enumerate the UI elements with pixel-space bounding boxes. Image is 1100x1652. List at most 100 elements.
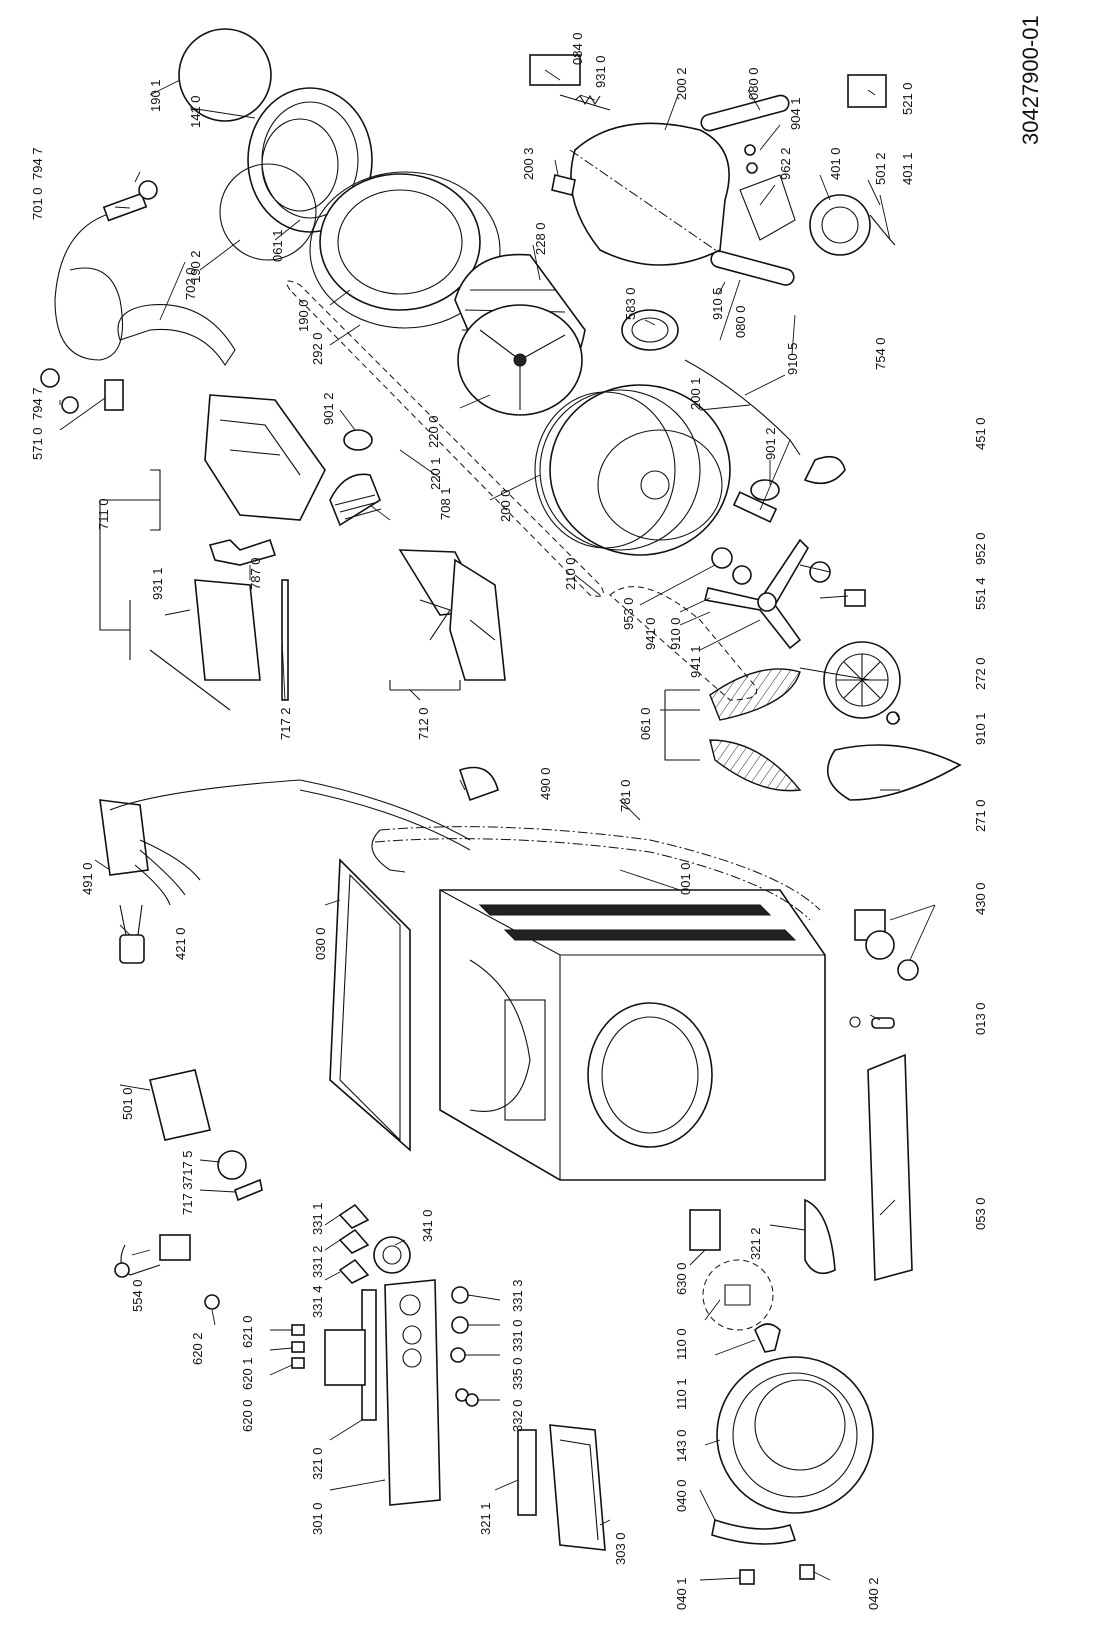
drawer-7120b (449, 558, 506, 681)
ring-3410 (373, 1236, 411, 1274)
controls-left-group (114, 1069, 305, 1369)
callout-0611: 061 1 (270, 229, 285, 262)
callout-7081: 708 1 (438, 487, 453, 520)
callout-3311: 331 1 (310, 1202, 325, 1235)
disc-part-1901 (178, 28, 272, 122)
callout-5012: 501 2 (873, 152, 888, 185)
callout-3410: 341 0 (420, 1209, 435, 1242)
callout-0800b: 080 0 (733, 305, 748, 338)
callout-7010: 701 0 (30, 187, 45, 220)
lever-3314 (338, 1258, 370, 1284)
callout-7110: 711 0 (96, 498, 111, 530)
callout-1430: 143 0 (674, 1429, 689, 1462)
part-2003 (551, 174, 576, 196)
callout-9520: 952 0 (973, 532, 988, 565)
door-group (689, 1198, 874, 1585)
tub-back-2000 (549, 384, 731, 556)
plate-9311 (194, 579, 261, 681)
callout-9101: 910 1 (973, 712, 988, 745)
callout-0530: 053 0 (973, 1197, 988, 1230)
callout-9530: 953 0 (621, 597, 636, 630)
bracket-9622 (739, 174, 796, 241)
hose-7540 (684, 359, 801, 456)
strip-7172 (281, 579, 289, 701)
hose-4900 (299, 779, 471, 851)
group-outline-1 (286, 280, 604, 597)
callout-9310: 931 0 (593, 55, 608, 88)
ring-5830 (621, 309, 679, 351)
callout-1902: 190 2 (188, 250, 203, 283)
callout-3211: 321 1 (478, 1502, 493, 1535)
callout-5710: 571 0 (30, 427, 45, 460)
part-5210 (847, 74, 887, 108)
hinge-detail-1100 (702, 1259, 774, 1331)
bearing-9530 (711, 547, 733, 569)
callout-6210: 621 0 (240, 1315, 255, 1348)
callout-3350: 335 0 (510, 1357, 525, 1390)
rod-part (149, 649, 231, 711)
callout-0400: 040 0 (674, 1479, 689, 1512)
callout-7172: 717 2 (278, 707, 293, 740)
capacitor-4210 (119, 934, 145, 964)
panel-3010 (384, 1279, 441, 1506)
valve-5710 (104, 379, 124, 411)
callout-2000: 200 0 (498, 489, 513, 522)
callout-2710: 271 0 (973, 799, 988, 832)
callout-3314: 331 4 (310, 1285, 325, 1318)
dispenser-7110 (204, 394, 326, 521)
knob-7175 (217, 1150, 247, 1180)
switch-5540 (159, 1234, 191, 1261)
strip-3211 (517, 1429, 537, 1516)
shock-0800b (710, 250, 795, 286)
dispenser-group (149, 394, 506, 711)
callout-3212: 321 2 (748, 1227, 763, 1260)
callout-7540: 754 0 (873, 337, 888, 370)
group-outline-2 (609, 586, 758, 701)
callout-2100: 210 0 (563, 557, 578, 590)
part-0402 (799, 1564, 815, 1580)
callout-4011: 401 1 (900, 152, 915, 185)
plug-9012a (343, 429, 373, 451)
callout-7120: 712 0 (416, 707, 431, 740)
callout-9041: 904 1 (788, 97, 803, 130)
callout-6202: 620 2 (190, 1332, 205, 1365)
inlet-hose-7010 (54, 209, 126, 361)
callout-6201: 620 1 (240, 1357, 255, 1390)
callout-1410: 141 0 (188, 95, 203, 128)
callout-0610: 061 0 (638, 707, 653, 740)
part-4510 (732, 491, 778, 523)
callout-7947a: 794 7 (30, 147, 45, 180)
tub-top-group (529, 54, 896, 286)
kick-panel-0530 (867, 1053, 913, 1282)
knob-3310 (451, 1316, 469, 1334)
tub-back-group (534, 309, 962, 801)
callout-4900: 490 0 (538, 767, 553, 800)
callout-5210: 521 0 (900, 82, 915, 115)
callout-9012a: 901 2 (321, 392, 336, 425)
callout-1100: 110 0 (674, 1328, 689, 1360)
callout-9622: 962 2 (778, 147, 793, 180)
wire-4011 (869, 214, 896, 246)
spider-9410 (704, 538, 810, 650)
callout-0800a: 080 0 (746, 67, 761, 100)
callout-2201: 220 1 (428, 457, 443, 490)
callout-0130: 013 0 (973, 1002, 988, 1035)
callout-5514: 551 4 (973, 577, 988, 610)
lamp-6200 (291, 1357, 305, 1369)
lamp-6201 (291, 1341, 305, 1353)
cabinet-group (299, 766, 919, 1282)
callout-4210: 421 0 (173, 927, 188, 960)
door-seal-group (178, 28, 586, 416)
front-ring-1900 (319, 173, 481, 311)
callout-3310: 331 0 (510, 1319, 525, 1352)
callout-7175: 717 5 (180, 1150, 195, 1183)
leader-lines (59, 69, 936, 1581)
callout-6300: 630 0 (674, 1262, 689, 1295)
bracket-7110 (99, 469, 161, 660)
lock-6300 (689, 1209, 721, 1251)
bracket-0610 (664, 689, 700, 761)
callout-9411: 941 1 (688, 645, 703, 678)
pcb-part (324, 1329, 366, 1386)
callout-3313: 331 3 (510, 1279, 525, 1312)
callout-3010: 301 0 (310, 1502, 325, 1535)
